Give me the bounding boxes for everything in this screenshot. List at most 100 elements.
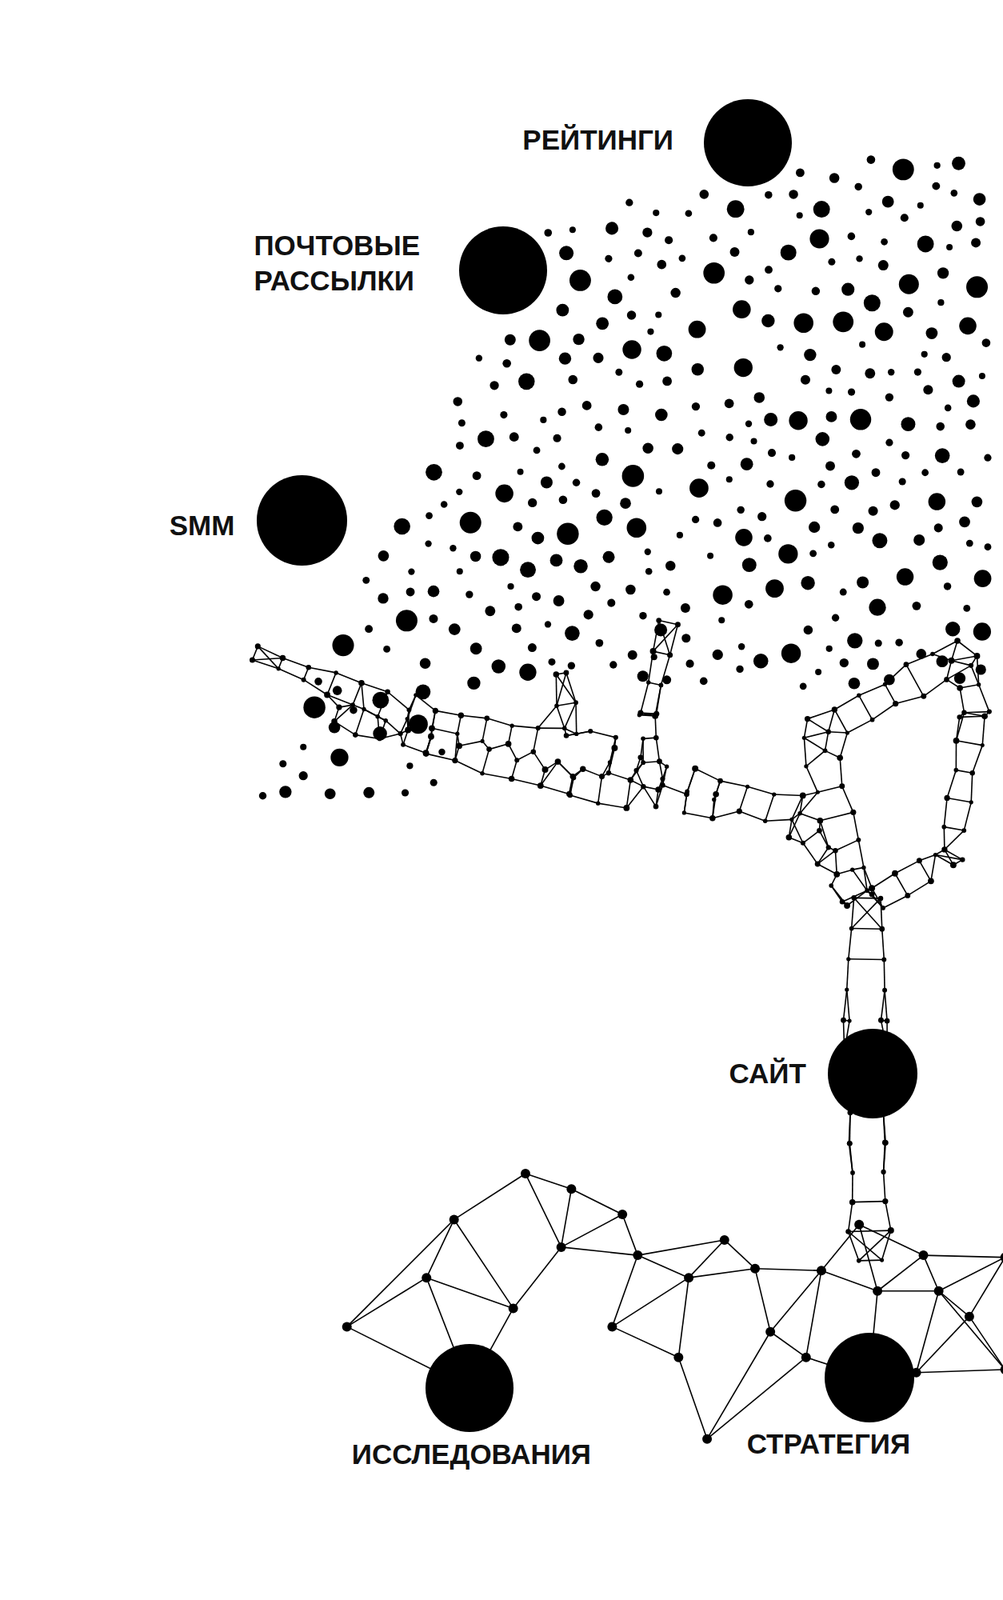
mesh-point [553, 671, 560, 678]
leaf-dot [803, 625, 814, 636]
leaf-dot [795, 168, 805, 178]
leaf-dot [654, 623, 668, 636]
mesh-point [664, 763, 669, 768]
mesh-point [845, 730, 850, 735]
mesh-point [804, 715, 811, 722]
leaf-dot [738, 643, 745, 650]
mesh-point [556, 1242, 567, 1252]
leaf-dot [903, 307, 914, 318]
mesh-line [459, 740, 483, 746]
leaf-dot [533, 447, 541, 455]
leaf-dot [652, 209, 660, 216]
leaf-dot [776, 343, 784, 351]
mesh-line [955, 740, 958, 771]
leaf-dot [778, 543, 798, 564]
mesh-line [972, 745, 984, 774]
mesh-line [821, 1270, 878, 1291]
mesh-point [423, 750, 430, 757]
leaf-dot [655, 487, 663, 495]
mesh-point [508, 1302, 519, 1313]
mesh-point [352, 731, 359, 738]
leaf-dot [558, 463, 566, 471]
mesh-point [675, 621, 681, 628]
mesh-point [786, 834, 793, 841]
leaf-dot [865, 208, 872, 216]
mesh-point [969, 770, 975, 776]
mesh-line [839, 757, 843, 787]
mesh-line [923, 679, 948, 696]
leaf-dot [559, 245, 574, 260]
leaf-dot [951, 156, 966, 171]
mesh-line [931, 855, 936, 882]
mesh-line [482, 718, 488, 742]
mesh-point [1000, 1364, 1003, 1375]
mesh-point [458, 712, 464, 719]
leaf-dot [712, 649, 724, 660]
mesh-line [834, 709, 848, 733]
leaf-dot [552, 434, 561, 443]
leaf-dot [572, 333, 584, 345]
mesh-line [257, 646, 279, 669]
leaf-dot [458, 419, 466, 427]
leaf-dot [974, 569, 992, 588]
leaf-dot [899, 274, 920, 295]
mesh-point [455, 731, 460, 736]
leaf-dot [528, 329, 551, 352]
mesh-point [969, 799, 974, 804]
leaf-dot [642, 442, 653, 453]
mesh-line [859, 1230, 892, 1261]
leaf-dot [803, 348, 816, 361]
leaf-dot [484, 605, 496, 616]
mesh-line [851, 897, 855, 928]
mesh-point [878, 1017, 884, 1023]
labeled-circle: РЕЙТИНГИ [703, 99, 792, 188]
mesh-point [653, 803, 660, 810]
leaf-dot [371, 691, 389, 709]
mesh-point [400, 742, 406, 748]
leaf-dot [800, 375, 811, 385]
labeled-circle: СТРАТЕГИЯ [824, 1332, 915, 1423]
mesh-point [950, 861, 957, 868]
mesh-point [870, 717, 876, 723]
mesh-line [361, 683, 364, 710]
leaf-dot [707, 552, 714, 560]
leaf-dot [495, 484, 514, 504]
mesh-line [564, 702, 576, 728]
leaf-dot [923, 384, 933, 395]
mesh-line [630, 762, 644, 780]
leaf-dot [901, 451, 910, 460]
mesh-line [916, 1290, 940, 1373]
mesh-line [951, 655, 978, 661]
leaf-dot [885, 439, 893, 447]
mesh-point [427, 733, 435, 740]
leaf-dot [470, 551, 482, 563]
mesh-line [923, 1254, 939, 1291]
mesh-line [877, 1254, 924, 1291]
mesh-line [636, 770, 644, 787]
leaf-dot [882, 195, 895, 208]
mesh-point [711, 797, 716, 802]
leaf-dot [502, 359, 512, 368]
leaf-dot [724, 398, 735, 408]
leaf-dot [915, 648, 927, 660]
leaf-dot [875, 639, 883, 648]
labeled-circle: ПОЧТОВЫЕ РАССЫЛКИ [459, 226, 548, 315]
mesh-line [561, 1246, 639, 1255]
mesh-line [622, 1214, 638, 1255]
mesh-point [839, 783, 845, 789]
mesh-line [828, 731, 848, 733]
mesh-point [486, 746, 492, 752]
mesh-point [882, 1139, 888, 1146]
leaf-dot [747, 228, 755, 236]
mesh-point [974, 652, 981, 660]
leaf-dot [852, 522, 864, 534]
leaf-dot [363, 787, 375, 799]
leaf-dot [567, 375, 578, 385]
mesh-point [964, 1311, 975, 1322]
mesh-point [508, 775, 515, 782]
leaf-dot [655, 408, 668, 422]
mesh-line [431, 710, 436, 736]
circle-dot [824, 1332, 915, 1423]
mesh-line [883, 1142, 886, 1172]
